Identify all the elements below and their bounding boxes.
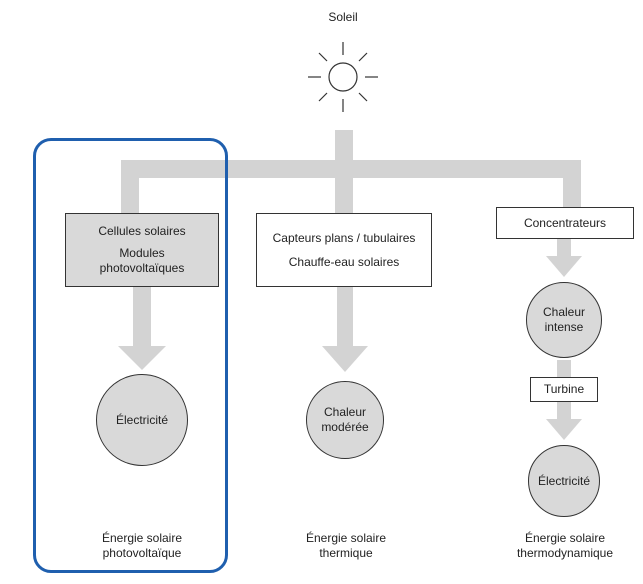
thermodynamic-caption-line-1: Énergie solaire bbox=[524, 531, 606, 545]
thermal-source-line-1: Capteurs plans / tubulaires bbox=[272, 230, 416, 245]
sun-icon bbox=[308, 42, 378, 112]
connector-heat-to-turbine bbox=[557, 360, 571, 378]
pv-source-box: Cellules solaires Modules photovoltaïque… bbox=[65, 213, 219, 287]
thermodynamic-source-label: Concentrateurs bbox=[523, 215, 607, 230]
thermal-source-box: Capteurs plans / tubulaires Chauffe-eau … bbox=[256, 213, 432, 287]
thermodynamic-heat-line-2: intense bbox=[544, 320, 584, 334]
thermal-output-line-2: modérée bbox=[321, 420, 369, 434]
thermodynamic-caption: Énergie solaire thermodynamique bbox=[494, 531, 636, 561]
turbine-label: Turbine bbox=[543, 382, 585, 396]
drop-middle bbox=[335, 178, 353, 213]
thermal-caption-line-1: Énergie solaire bbox=[305, 531, 387, 545]
pv-caption: Énergie solaire photovoltaïque bbox=[62, 531, 222, 561]
pv-highlight-frame bbox=[33, 138, 228, 573]
pv-caption-line-2: photovoltaïque bbox=[102, 546, 182, 560]
thermodynamic-output-node: Électricité bbox=[528, 445, 600, 517]
trunk bbox=[335, 130, 353, 160]
distribution-bar bbox=[121, 160, 581, 178]
drop-right bbox=[563, 178, 581, 207]
thermodynamic-heat-node: Chaleur intense bbox=[526, 282, 602, 358]
thermodynamic-source-box: Concentrateurs bbox=[496, 207, 634, 239]
drop-left bbox=[121, 178, 139, 213]
arrow-pv-to-electricity bbox=[118, 286, 166, 370]
turbine-box: Turbine bbox=[530, 377, 598, 402]
thermodynamic-heat-line-1: Chaleur bbox=[542, 305, 586, 319]
pv-caption-line-1: Énergie solaire bbox=[101, 531, 183, 545]
pv-output-node: Électricité bbox=[96, 374, 188, 466]
sun-label: Soleil bbox=[328, 10, 358, 24]
thermodynamic-output-label: Électricité bbox=[537, 473, 590, 488]
thermal-source-line-2: Chauffe-eau solaires bbox=[288, 254, 400, 269]
pv-source-line-2: Modules bbox=[119, 246, 165, 260]
arrow-concentrators-to-heat bbox=[546, 238, 582, 277]
arrow-turbine-to-electricity bbox=[546, 401, 582, 440]
connectors bbox=[118, 130, 582, 440]
thermal-caption: Énergie solaire thermique bbox=[266, 531, 426, 561]
arrow-thermal-to-heat bbox=[322, 286, 368, 372]
pv-source-line-3: photovoltaïques bbox=[99, 261, 185, 275]
thermal-output-node: Chaleur modérée bbox=[306, 381, 384, 459]
thermal-caption-line-2: thermique bbox=[319, 546, 373, 560]
thermal-output-line-1: Chaleur bbox=[323, 405, 367, 419]
pv-source-line-1: Cellules solaires bbox=[98, 224, 186, 238]
pv-output-label: Électricité bbox=[115, 412, 168, 427]
thermodynamic-caption-line-2: thermodynamique bbox=[516, 546, 614, 560]
